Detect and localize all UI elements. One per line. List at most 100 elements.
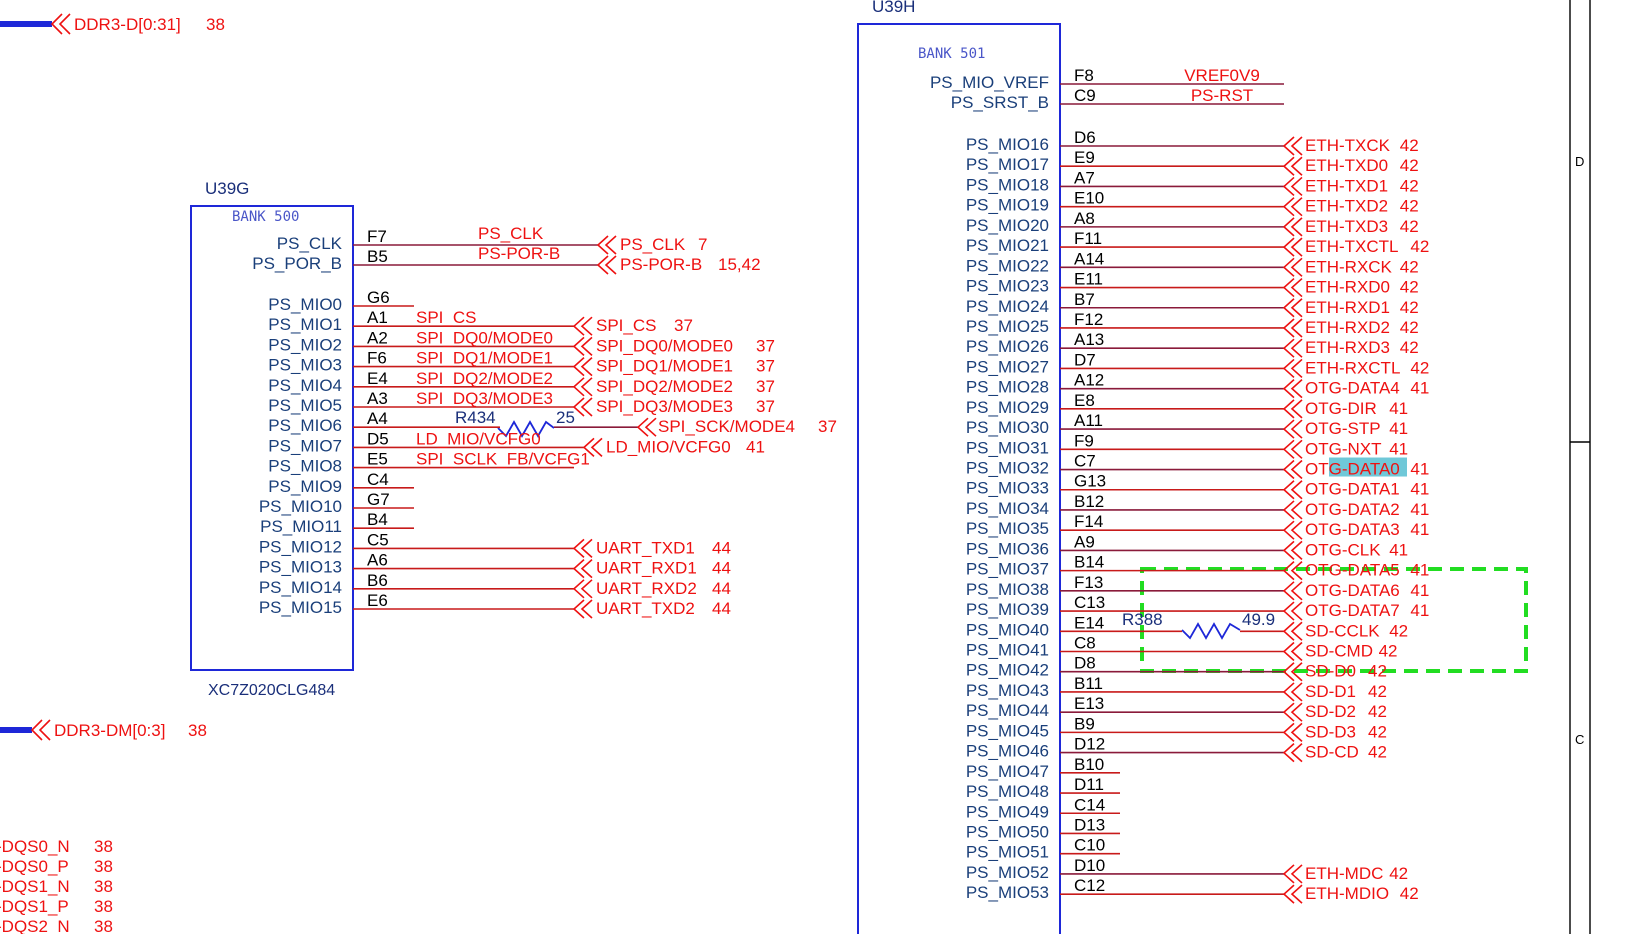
u39g-top-offpage[interactable]: PS-POR-B <box>620 255 702 274</box>
u39h-mio-net[interactable]: OTG-DATA4 <box>1305 379 1400 398</box>
ddr3-d-bus-label[interactable]: DDR3-D[0:31] <box>74 15 181 34</box>
u39h-mio-net[interactable]: OTG-DATA3 <box>1305 520 1400 539</box>
u39g-mio-offpage[interactable]: SPI_DQ2/MODE2 <box>596 377 733 396</box>
u39g-top-offpage[interactable]: PS_CLK <box>620 235 686 254</box>
u39h-mio-ball: F13 <box>1074 573 1103 592</box>
r388-value: 49.9 <box>1242 610 1275 629</box>
u39h-symbol-box[interactable] <box>857 23 1061 934</box>
u39g-mio-offpage[interactable]: SPI_DQ3/MODE3 <box>596 397 733 416</box>
u39g-mio-offpage[interactable]: UART_TXD2 <box>596 599 695 618</box>
u39g-mio6-ref: 37 <box>818 417 837 436</box>
u39g-mio-pin-name: PS_MIO6 <box>268 416 342 435</box>
u39h-mio-net[interactable]: ETH-RXD0 <box>1305 278 1390 297</box>
u39g-mio-offpage-arrow <box>582 437 603 457</box>
u39h-mio-net[interactable]: OTG-STP <box>1305 419 1381 438</box>
u39h-mio-offpage-arrow <box>1282 176 1303 197</box>
u39h-top-net[interactable]: VREF0V9 <box>1184 66 1260 85</box>
u39h-mio-offpage-arrow <box>1282 156 1303 176</box>
u39h-mio-ref: 41 <box>1410 460 1429 479</box>
dqs-label[interactable]: -DQS1_P <box>0 897 69 916</box>
u39h-mio-net[interactable]: OTG-DATA6 <box>1305 581 1400 600</box>
u39g-mio-pin-name: PS_MIO13 <box>259 558 342 577</box>
u39g-mio-net[interactable]: LD_MIO/VCFG0 <box>416 429 541 448</box>
dqs-ref: 38 <box>94 877 113 896</box>
u39h-mio-ball: E11 <box>1074 270 1103 289</box>
u39g-mio-net[interactable]: SPI_DQ1/MODE1 <box>416 349 553 368</box>
u39h-mio-net[interactable]: ETH-RXD2 <box>1305 318 1390 337</box>
u39h-mio-net[interactable]: ETH-RXD3 <box>1305 338 1390 357</box>
u39h-mio-net[interactable]: ETH-TXD2 <box>1305 197 1388 216</box>
u39g-symbol-box[interactable] <box>190 205 354 671</box>
u39h-mio-net[interactable]: OTG-DATA0 <box>1305 460 1400 479</box>
u39h-mio-net[interactable]: OTG-DATA2 <box>1305 500 1400 519</box>
u39h-mio-net[interactable]: SD-D1 <box>1305 682 1356 701</box>
ddr3-dm-bus-label[interactable]: DDR3-DM[0:3] <box>54 721 165 740</box>
u39h-mio-net[interactable]: ETH-RXCTL <box>1305 358 1400 377</box>
u39h-mio-net[interactable]: ETH-TXCTL <box>1305 237 1399 256</box>
u39h-mio-ball: D11 <box>1074 775 1104 794</box>
u39g-mio-net[interactable]: SPI_CS <box>416 308 476 327</box>
u39h-mio-ref: 42 <box>1368 702 1387 721</box>
r388-resistor-symbol[interactable] <box>1181 622 1241 640</box>
u39g-mio-offpage[interactable]: SPI_CS <box>596 316 656 335</box>
u39h-mio-ball: F14 <box>1074 512 1103 531</box>
u39h-mio-offpage-arrow <box>1282 662 1303 682</box>
u39h-mio-offpage-arrow <box>1282 601 1303 621</box>
u39h-mio-ball: A9 <box>1074 532 1095 551</box>
u39g-top-net[interactable]: PS-POR-B <box>478 244 560 263</box>
u39g-mio-offpage[interactable]: UART_RXD2 <box>596 579 697 598</box>
u39h-mio-net[interactable]: SD-D3 <box>1305 722 1356 741</box>
dqs-label[interactable]: -DQS1_N <box>0 877 70 896</box>
u39h-mio-net[interactable]: ETH-MDIO <box>1305 884 1389 903</box>
u39h-mio-ball: E10 <box>1074 189 1104 208</box>
u39g-mio-offpage[interactable]: SPI_DQ1/MODE1 <box>596 357 733 376</box>
u39h-mio-offpage-arrow <box>1282 641 1303 662</box>
u39h-mio-net[interactable]: SD-D0 <box>1305 662 1356 681</box>
u39h-mio-ball: G13 <box>1074 472 1106 491</box>
u39g-mio-offpage[interactable]: UART_RXD1 <box>596 559 697 578</box>
u39h-mio-net[interactable]: ETH-TXD3 <box>1305 217 1388 236</box>
u39h-mio-net[interactable]: OTG-CLK <box>1305 540 1381 559</box>
u39g-top-ref: 7 <box>698 235 707 254</box>
u39h-mio-ball: A7 <box>1074 168 1095 187</box>
u39h-mio-net[interactable]: OTG-DATA5 <box>1305 561 1400 580</box>
u39g-mio-ball: F6 <box>367 349 387 368</box>
u39h-mio-net[interactable]: OTG-DATA7 <box>1305 601 1400 620</box>
u39g-refdes[interactable]: U39G <box>205 179 249 198</box>
u39g-mio-net[interactable]: SPI_SCLK_FB/VCFG1 <box>416 450 590 469</box>
dqs-label[interactable]: -DQS0_P <box>0 857 69 876</box>
u39h-mio-net[interactable]: OTG-NXT <box>1305 439 1382 458</box>
u39g-mio-offpage[interactable]: LD_MIO/VCFG0 <box>606 437 731 456</box>
u39h-mio-net[interactable]: ETH-MDC <box>1305 864 1383 883</box>
u39h-mio-offpage-arrow <box>1282 439 1303 459</box>
dqs-label[interactable]: -DQS2_N <box>0 917 70 934</box>
u39h-mio-offpage-arrow <box>1282 682 1303 702</box>
u39h-mio-net[interactable]: ETH-TXD0 <box>1305 156 1388 175</box>
u39h-mio-net[interactable]: OTG-DIR <box>1305 399 1377 418</box>
zone-marker-d: D <box>1575 154 1584 169</box>
u39g-mio-offpage[interactable]: UART_TXD1 <box>596 538 695 557</box>
r434-resistor-symbol[interactable] <box>497 420 555 438</box>
u39h-mio-net[interactable]: ETH-TXD1 <box>1305 176 1388 195</box>
u39g-mio-net[interactable]: SPI_DQ0/MODE0 <box>416 328 553 347</box>
u39g-top-net[interactable]: PS_CLK <box>478 224 544 243</box>
u39h-top-net[interactable]: PS-RST <box>1191 86 1253 105</box>
u39h-mio-net[interactable]: SD-CD <box>1305 743 1359 762</box>
u39g-mio-net[interactable]: SPI_DQ3/MODE3 <box>416 389 553 408</box>
u39h-mio-pin-name: PS_MIO40 <box>966 620 1049 639</box>
u39g-mio-offpage[interactable]: SPI_DQ0/MODE0 <box>596 336 733 355</box>
u39h-mio-pin-name: PS_MIO35 <box>966 519 1049 538</box>
dqs-label[interactable]: -DQS0_N <box>0 837 70 856</box>
u39g-mio6-offpage[interactable]: SPI_SCK/MODE4 <box>658 417 795 436</box>
u39h-refdes[interactable]: U39H <box>872 0 915 16</box>
u39h-mio-ball: E13 <box>1074 694 1104 713</box>
u39h-mio-net[interactable]: ETH-RXD1 <box>1305 298 1390 317</box>
u39h-mio-net[interactable]: OTG-DATA1 <box>1305 480 1400 499</box>
u39g-mio-net[interactable]: SPI_DQ2/MODE2 <box>416 369 553 388</box>
u39h-mio-net[interactable]: ETH-RXCK <box>1305 257 1393 276</box>
u39h-mio-pin-name: PS_MIO25 <box>966 317 1049 336</box>
u39h-mio-net[interactable]: ETH-TXCK <box>1305 136 1391 155</box>
u39h-mio-net[interactable]: SD-D2 <box>1305 702 1356 721</box>
u39h-mio-net[interactable]: SD-CCLK <box>1305 621 1380 640</box>
u39h-mio-net[interactable]: SD-CMD <box>1305 642 1373 661</box>
